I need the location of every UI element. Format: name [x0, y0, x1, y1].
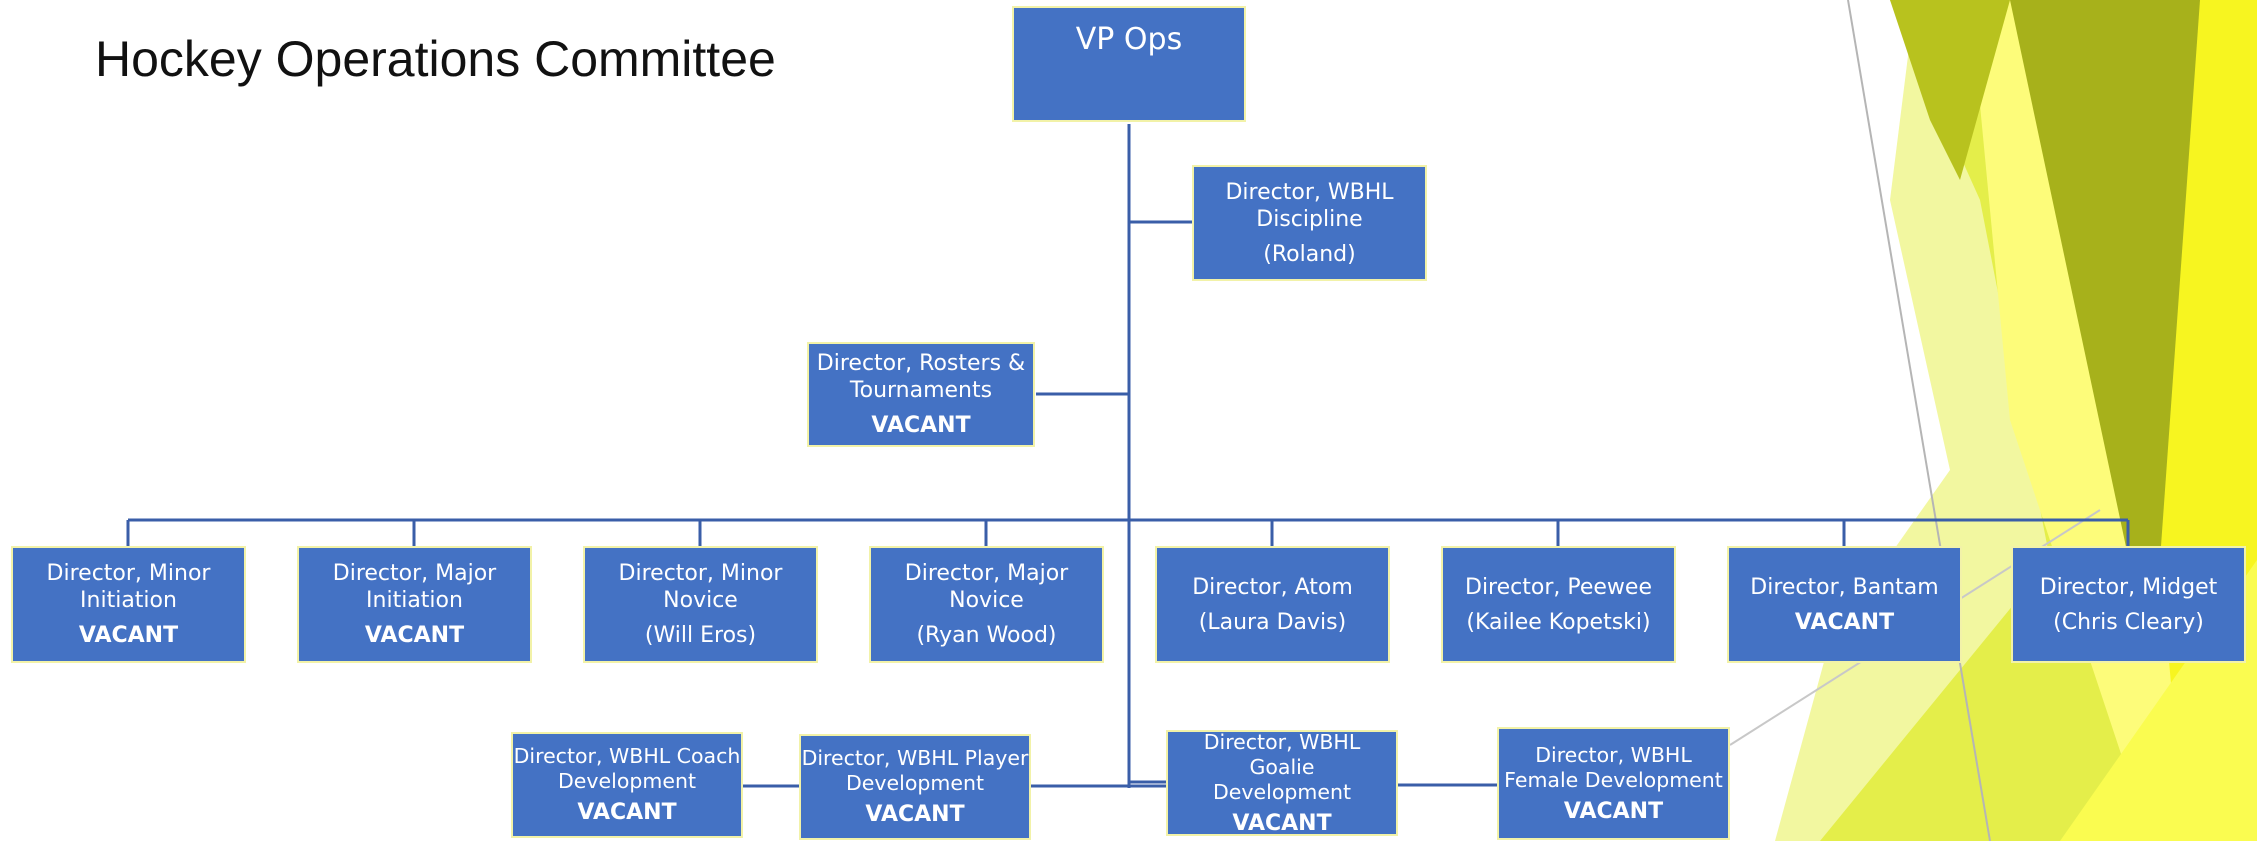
node-title: Director, WBHL Coach Development: [513, 744, 741, 793]
node-status: (Roland): [1263, 241, 1356, 267]
node-minor-initiation: Director, Minor Initiation VACANT: [11, 546, 246, 663]
node-status: (Kailee Kopetski): [1466, 609, 1651, 635]
node-major-novice: Director, Major Novice (Ryan Wood): [869, 546, 1104, 663]
node-discipline: Director, WBHL Discipline (Roland): [1192, 165, 1427, 281]
node-status: VACANT: [1563, 798, 1664, 824]
deco-line: [1847, 0, 1991, 841]
node-title: Director, WBHL Female Development: [1504, 742, 1723, 792]
node-bantam: Director, Bantam VACANT: [1727, 546, 1962, 663]
node-coach-development: Director, WBHL Coach Development VACANT: [511, 732, 743, 838]
node-status: VACANT: [1232, 810, 1332, 836]
node-peewee: Director, Peewee (Kailee Kopetski): [1441, 546, 1676, 663]
node-status: VACANT: [364, 623, 465, 648]
page-title: Hockey Operations Committee: [95, 31, 776, 87]
node-title: VP Ops: [1075, 22, 1183, 57]
node-status: VACANT: [871, 413, 971, 438]
node-status: (Will Eros): [644, 623, 757, 648]
node-female-development: Director, WBHL Female Development VACANT: [1497, 727, 1730, 840]
node-title: Director, Bantam: [1750, 574, 1939, 600]
node-title: Director, WBHL Discipline: [1225, 179, 1394, 232]
deco-top-shape: [1890, 0, 2010, 180]
node-title: Director, Rosters & Tournaments: [816, 351, 1026, 403]
node-major-initiation: Director, Major Initiation VACANT: [297, 546, 532, 663]
node-goalie-development: Director, WBHL Goalie Development VACANT: [1166, 730, 1398, 836]
node-title: Director, Minor Novice: [618, 561, 783, 613]
node-title: Director, Atom: [1192, 574, 1353, 600]
node-title: Director, Major Initiation: [332, 561, 497, 613]
node-status: VACANT: [865, 802, 965, 827]
node-title: Director, Major Novice: [904, 561, 1069, 613]
node-title: Director, Peewee: [1465, 574, 1652, 600]
node-atom: Director, Atom (Laura Davis): [1155, 546, 1390, 663]
node-title: Director, Midget: [2039, 574, 2218, 600]
node-player-development: Director, WBHL Player Development VACANT: [799, 734, 1031, 840]
node-status: VACANT: [577, 800, 677, 825]
node-midget: Director, Midget (Chris Cleary): [2011, 546, 2246, 663]
node-minor-novice: Director, Minor Novice (Will Eros): [583, 546, 818, 663]
node-status: (Laura Davis): [1198, 609, 1347, 635]
node-vp-ops: VP Ops: [1012, 6, 1246, 122]
node-status: (Ryan Wood): [916, 623, 1057, 648]
node-status: VACANT: [1794, 609, 1895, 635]
node-rosters: Director, Rosters & Tournaments VACANT: [807, 342, 1035, 447]
node-title: Director, Minor Initiation: [46, 561, 211, 613]
node-title: Director, WBHL Player Development: [801, 746, 1029, 795]
node-status: (Chris Cleary): [2053, 609, 2204, 635]
node-status: VACANT: [78, 623, 179, 648]
node-title: Director, WBHL Goalie Development: [1203, 729, 1361, 804]
